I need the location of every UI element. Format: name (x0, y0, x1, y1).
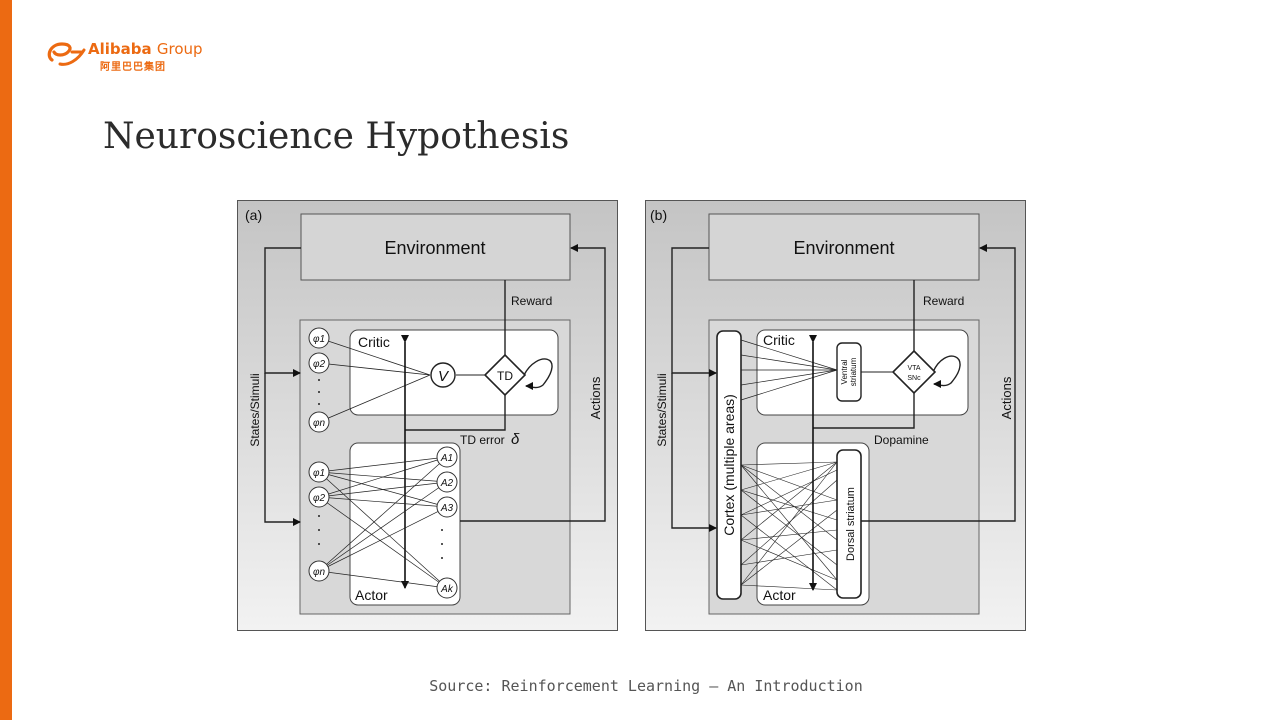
slide-title: Neuroscience Hypothesis (103, 116, 570, 157)
environment-box-b (708, 213, 980, 281)
critic-feature-label: φ1 (313, 334, 325, 345)
cortex-critic-lines (740, 339, 838, 401)
actions-arrow-b (861, 244, 1016, 522)
cortex-box (716, 330, 742, 600)
td-self-loop (523, 358, 553, 391)
actions-arrow-a (460, 244, 606, 522)
actor-label-a: Actor (355, 587, 388, 603)
reward-label-b: Reward (923, 294, 964, 308)
environment-box-a (300, 213, 571, 281)
actor-label-b: Actor (763, 587, 796, 603)
vta-label-line1: VTA (907, 365, 920, 372)
vta-self-loop (932, 355, 961, 389)
alibaba-logo: Alibaba Group 阿里巴巴集团 (44, 38, 214, 73)
source-caption: Source: Reinforcement Learning – An Intr… (429, 677, 863, 695)
states-label-a: States/Stimuli (248, 373, 262, 446)
action-label: A2 (440, 478, 454, 489)
actor-weights-a (318, 456, 448, 589)
states-arrow-critic-a (264, 247, 301, 377)
action-node: A1 (436, 446, 458, 468)
states-arrow-actor-b (671, 373, 717, 532)
actions-label-b: Actions (999, 376, 1014, 419)
critic-label-b: Critic (763, 332, 795, 348)
critic-feature-label: φ2 (313, 359, 326, 370)
td-error-line (405, 395, 506, 431)
cortex-actor-lines (740, 461, 838, 591)
actor-feature-label: φ2 (313, 493, 326, 504)
value-node-label: V (438, 368, 450, 385)
environment-label-a: Environment (384, 238, 485, 258)
action-label: A1 (440, 453, 453, 464)
action-node: Ak (436, 577, 458, 599)
reward-label-a: Reward (511, 294, 552, 308)
dorsal-label: Dorsal striatum (845, 487, 857, 561)
action-ellipsis (441, 529, 443, 559)
panel-b-label: (b) (650, 207, 667, 223)
environment-label-b: Environment (793, 238, 894, 258)
value-node (430, 362, 456, 388)
critic-feature-label: φn (313, 418, 326, 429)
actor-feature-node: φ2 (308, 486, 330, 508)
critic-feature-node: φ2 (308, 352, 330, 374)
td-error-label: TD error (460, 433, 505, 447)
actor-feature-ellipsis (318, 515, 320, 545)
critic-feature-node: φ1 (308, 327, 330, 349)
dopamine-label: Dopamine (874, 433, 929, 447)
actor-feature-label: φn (313, 567, 326, 578)
action-label: A3 (440, 503, 454, 514)
action-label: Ak (440, 584, 454, 595)
logo-group: Group (156, 40, 203, 58)
dorsal-striatum-box (836, 449, 862, 599)
states-arrow-critic-b (671, 247, 717, 377)
cortex-label: Cortex (multiple areas) (721, 394, 737, 536)
logo-chinese: 阿里巴巴集团 (100, 62, 166, 73)
action-node: A3 (436, 496, 458, 518)
actor-feature-label: φ1 (313, 468, 325, 479)
critic-feature-ellipsis (318, 379, 320, 405)
panel-a-label: (a) (245, 207, 262, 223)
vta-label-line2: SNc (907, 375, 921, 382)
alibaba-logo-icon (47, 42, 86, 66)
states-label-b: States/Stimuli (655, 373, 669, 446)
actor-feature-node: φn (308, 560, 330, 582)
td-node-label: TD (497, 369, 513, 383)
critic-label-a: Critic (358, 334, 390, 350)
ventral-label-line1: Ventral (840, 359, 849, 384)
action-node: A2 (436, 471, 458, 493)
actor-feature-node: φ1 (308, 461, 330, 483)
states-arrow-actor-a (264, 373, 301, 526)
ventral-label-line2: striatum (849, 357, 858, 386)
diagram-a: (a) Environment Critic Actor φ1 φ2 φn V … (237, 200, 618, 631)
dopamine-line (813, 393, 915, 429)
actions-label-a: Actions (588, 376, 603, 419)
accent-sidebar (0, 0, 12, 720)
logo-brand: Alibaba (88, 40, 152, 58)
delta-symbol: δ (511, 431, 520, 448)
critic-feature-node: φn (308, 411, 330, 433)
diagram-b: (b) Environment Critic Actor (645, 200, 1026, 631)
